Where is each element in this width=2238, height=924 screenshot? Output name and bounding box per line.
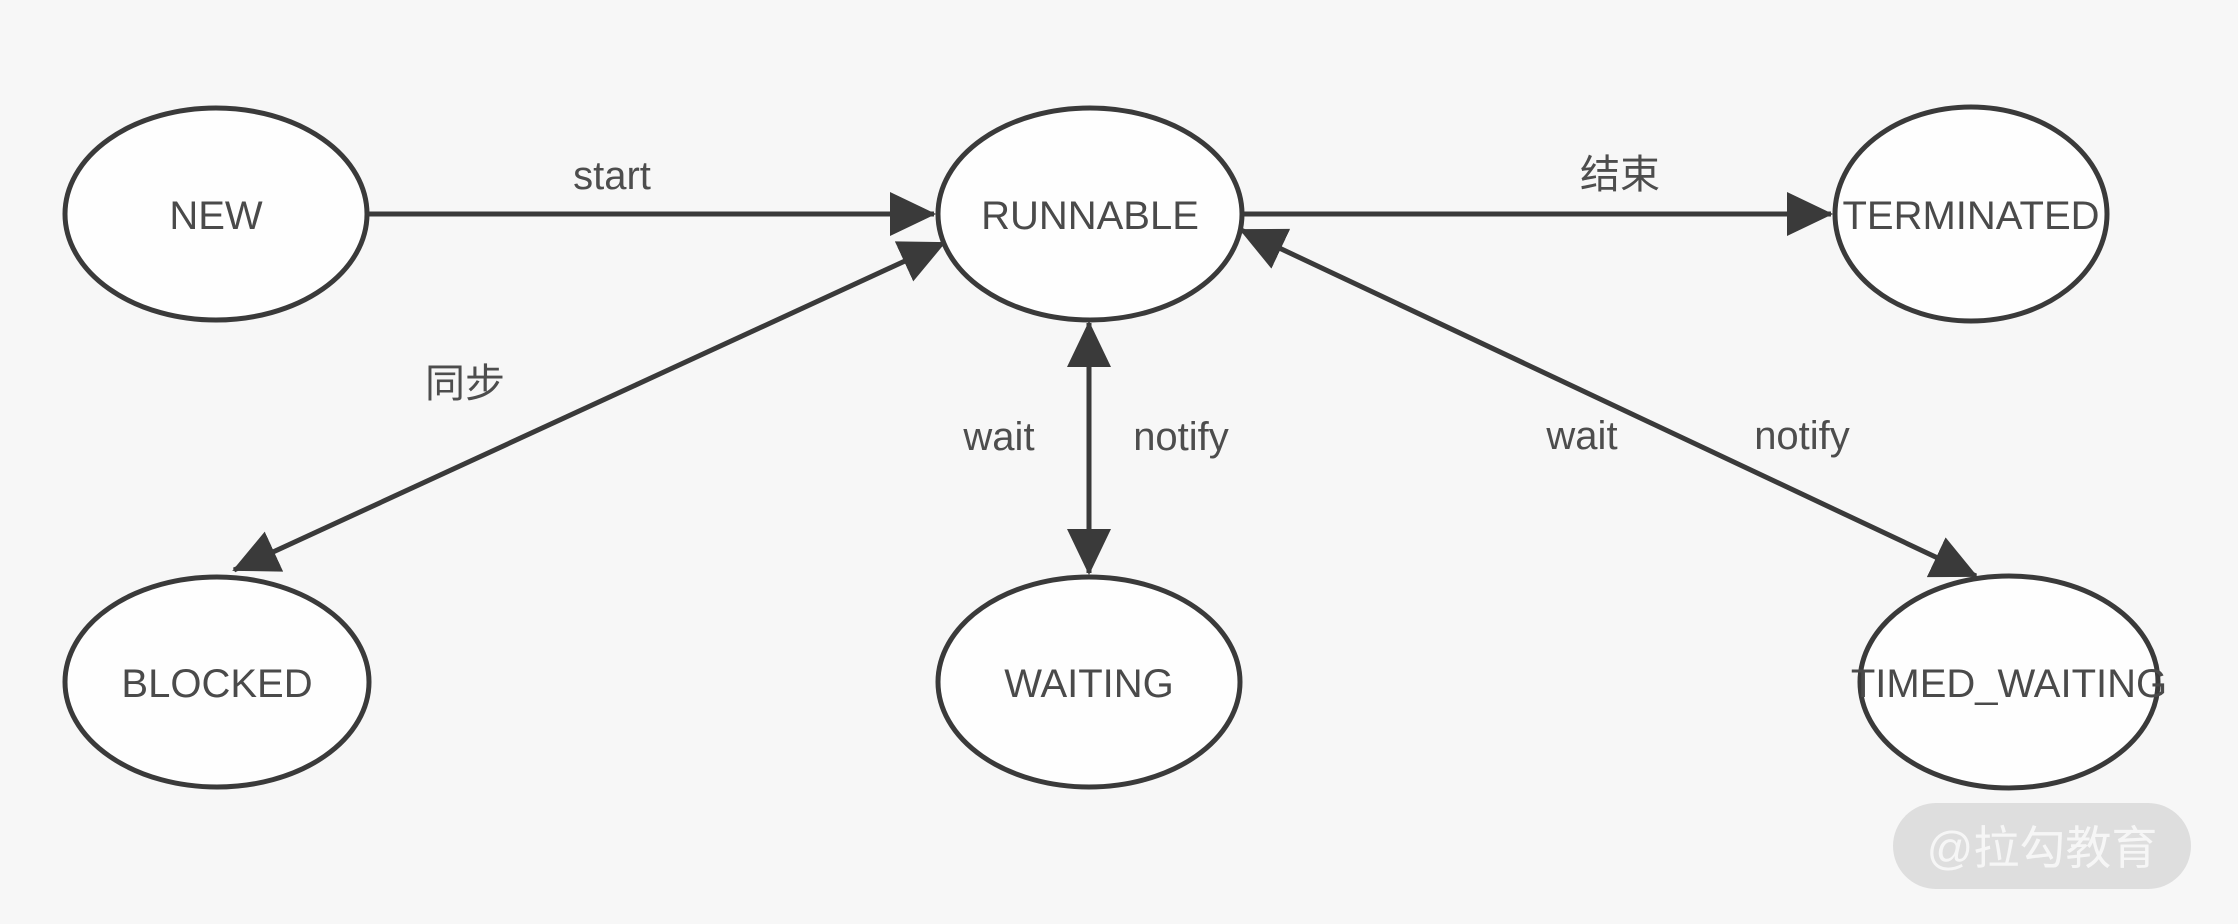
node-blocked: BLOCKED	[62, 574, 372, 790]
edge-label-notify-right: notify	[1754, 414, 1850, 458]
node-waiting-label: WAITING	[1004, 662, 1174, 706]
watermark-pill	[1893, 803, 2191, 889]
node-runnable-label: RUNNABLE	[981, 194, 1199, 238]
edge-label-notify-left: notify	[1133, 415, 1229, 459]
edge-label-sync: 同步	[425, 362, 505, 406]
watermark: @拉勾教育	[1893, 803, 2191, 889]
diagram-edges	[232, 192, 1978, 579]
diagram-edge-labels: start 结束 同步 wait notify wait notify	[425, 153, 1850, 459]
node-terminated: TERMINATED	[1832, 104, 2110, 324]
watermark-label: @拉勾教育	[1927, 822, 2158, 874]
node-runnable-shape	[935, 105, 1245, 323]
edge-label-wait-left: wait	[962, 415, 1034, 459]
edge-label-wait-right: wait	[1545, 414, 1617, 458]
node-runnable: RUNNABLE	[935, 105, 1245, 323]
node-timed-waiting-label: TIMED_WAITING	[1851, 662, 2167, 706]
node-terminated-label: TERMINATED	[1842, 194, 2099, 238]
edge-runnable-timed-waiting	[1239, 227, 1978, 579]
diagram-nodes: NEW RUNNABLE TERMINATED BLOCKED WAITING …	[62, 104, 2167, 791]
node-blocked-label: BLOCKED	[121, 662, 312, 706]
node-new-label: NEW	[169, 194, 263, 238]
edge-runnable-blocked	[232, 240, 946, 573]
node-new-shape	[62, 105, 370, 323]
node-new: NEW	[62, 105, 370, 323]
node-blocked-shape	[62, 574, 372, 790]
node-waiting-shape	[935, 574, 1243, 790]
edge-label-finish: 结束	[1580, 153, 1660, 197]
node-waiting: WAITING	[935, 574, 1243, 790]
node-terminated-shape	[1832, 104, 2110, 324]
node-timed-waiting: TIMED_WAITING	[1851, 573, 2167, 791]
edge-label-start: start	[573, 154, 651, 198]
node-timed-waiting-shape	[1857, 573, 2161, 791]
